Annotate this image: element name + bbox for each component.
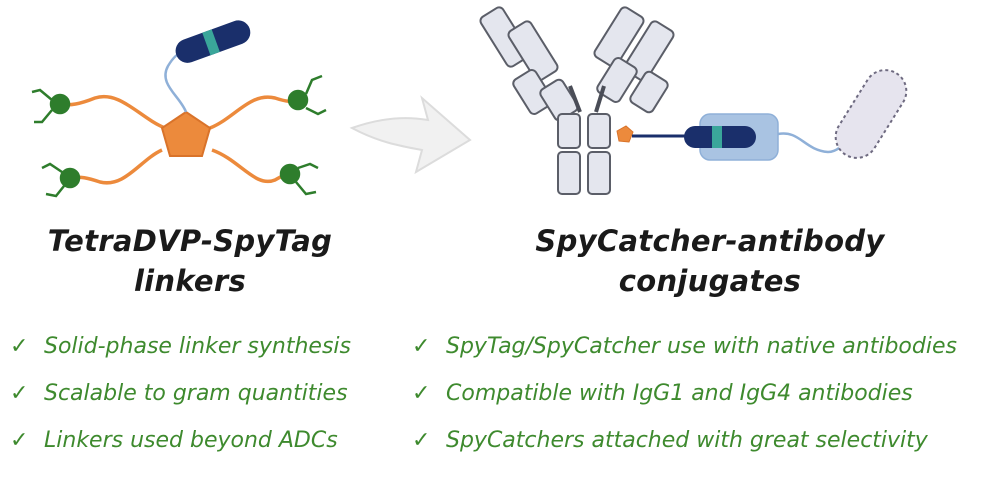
list-item-text: Solid-phase linker synthesis	[44, 334, 351, 359]
list-item-text: Compatible with IgG1 and IgG4 antibodies	[446, 381, 913, 406]
linker-arm	[59, 94, 166, 130]
left-title-line2: linkers	[133, 264, 247, 298]
list-item-text: Linkers used beyond ADCs	[44, 428, 338, 453]
dvp-node	[31, 88, 71, 124]
dvp-node	[41, 162, 81, 198]
right-title: SpyCatcher-antibody conjugates	[520, 221, 900, 301]
check-icon: ✓	[412, 381, 431, 406]
right-title-line2: conjugates	[618, 264, 802, 298]
arrow-icon	[349, 95, 472, 175]
check-icon: ✓	[412, 334, 431, 359]
payload-icon	[834, 69, 908, 159]
left-title-line1: TetraDVP-SpyTag	[47, 224, 333, 258]
antibody-icon	[479, 6, 675, 195]
linker-arm	[211, 148, 291, 184]
pentagon-core	[160, 110, 212, 157]
list-item-text: SpyCatchers attached with great selectiv…	[446, 428, 928, 453]
check-icon: ✓	[10, 334, 29, 359]
right-title-line1: SpyCatcher-antibody	[535, 224, 885, 258]
list-item-text: Scalable to gram quantities	[44, 381, 348, 406]
check-icon: ✓	[412, 428, 431, 453]
dvp-node	[287, 74, 327, 116]
check-icon: ✓	[10, 381, 29, 406]
attachment-site-icon	[616, 125, 634, 143]
list-item-text: SpyTag/SpyCatcher use with native antibo…	[446, 334, 957, 359]
dvp-node	[279, 162, 319, 196]
check-icon: ✓	[10, 428, 29, 453]
tetradvp-linker-icon	[31, 20, 327, 198]
linker-arm	[69, 148, 163, 185]
left-title: TetraDVP-SpyTag linkers	[40, 221, 340, 301]
spycatcher-icon	[684, 113, 779, 161]
spytag-icon	[175, 20, 251, 63]
linker-arm	[209, 95, 299, 130]
